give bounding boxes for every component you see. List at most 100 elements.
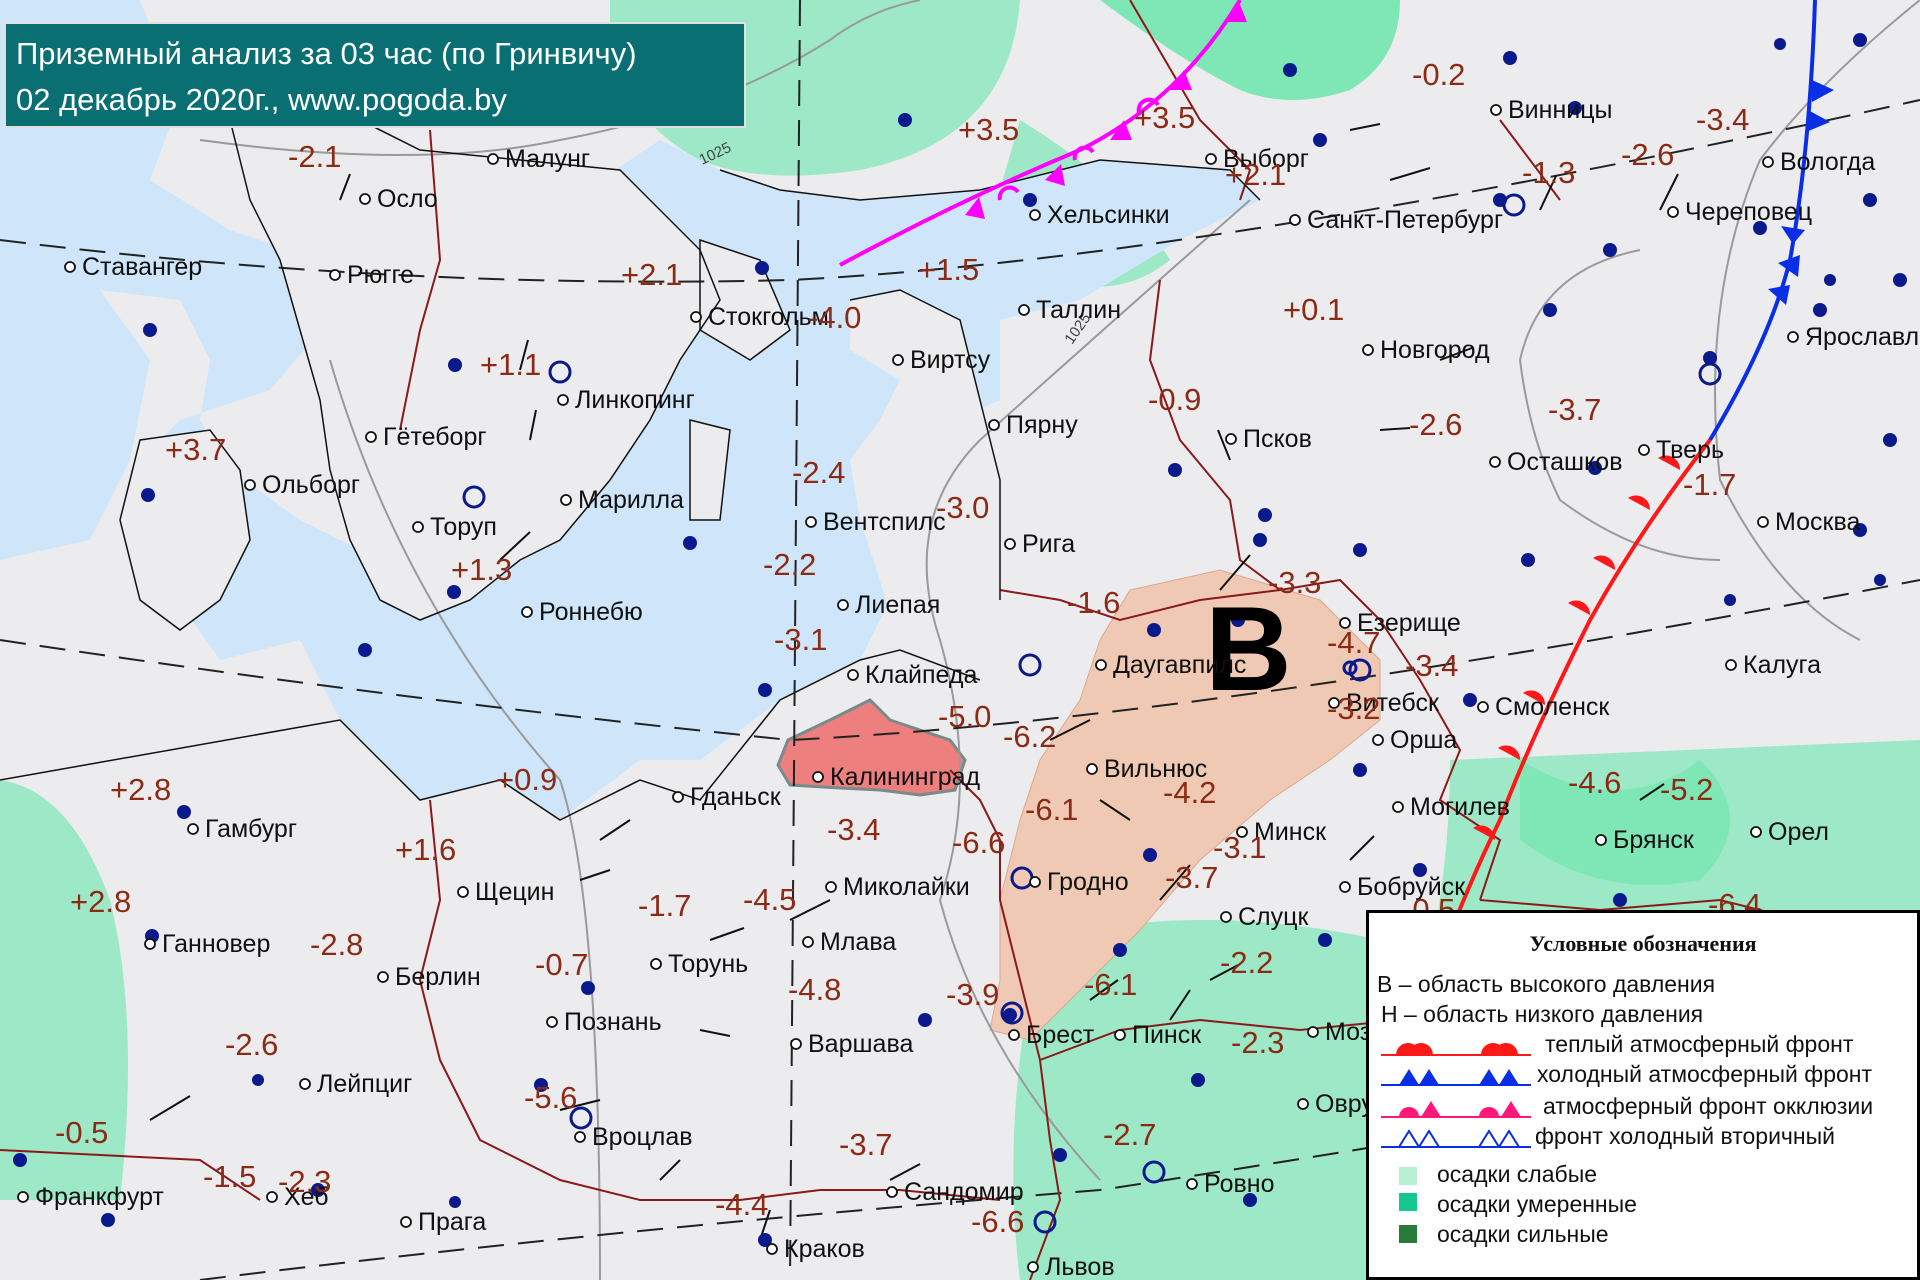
city-station: Орша	[1372, 726, 1457, 754]
temperature-label: +1.6	[395, 832, 456, 867]
coastlines	[0, 109, 1261, 821]
city-station: Варшава	[790, 1030, 913, 1058]
city-station: Витебск	[1328, 689, 1440, 717]
temperature-label: -6.6	[971, 1204, 1024, 1239]
city-station: Могилев	[1392, 793, 1510, 821]
city-label: Франкфурт	[35, 1183, 164, 1211]
city-station: Вроцлав	[574, 1123, 693, 1151]
city-marker	[1029, 876, 1041, 888]
city-marker	[988, 419, 1000, 431]
city-label: Смоленск	[1495, 693, 1610, 721]
city-marker	[1027, 1261, 1039, 1273]
city-station: Брянск	[1595, 826, 1695, 854]
city-station: Ганновер	[144, 930, 270, 958]
city-marker	[521, 606, 533, 618]
temperature-label: -3.3	[1268, 565, 1321, 600]
city-label: Берлин	[395, 963, 481, 991]
temperature-label: -1.7	[638, 888, 691, 923]
temperature-label: +3.5	[958, 112, 1019, 147]
temperature-label: -2.3	[278, 1164, 331, 1199]
city-station: Щецин	[457, 878, 554, 906]
legend-secondary-cold-front: фронт холодный вторичный	[1535, 1123, 1835, 1149]
city-marker	[1339, 617, 1351, 629]
city-marker	[299, 1078, 311, 1090]
city-marker	[1638, 444, 1650, 456]
temperature-label: +1.1	[480, 347, 541, 382]
temperature-label: -2.6	[225, 1027, 278, 1062]
map-title-box: Приземный анализ за 03 час (по Гринвичу)…	[4, 22, 746, 128]
city-marker	[1095, 659, 1107, 671]
city-station: Минск	[1236, 818, 1327, 846]
legend-precip-light: осадки слабые	[1437, 1161, 1598, 1187]
city-marker	[837, 599, 849, 611]
city-marker	[329, 269, 341, 281]
city-marker	[17, 1191, 29, 1203]
legend-high: В – область высокого давления	[1377, 971, 1716, 997]
city-label: Торунь	[668, 950, 748, 978]
city-station: Лейпциг	[299, 1070, 412, 1098]
temperature-label: -0.9	[1148, 382, 1201, 417]
temperature-label: +0.1	[1283, 292, 1344, 327]
city-marker	[1490, 104, 1502, 116]
city-marker	[1297, 1098, 1309, 1110]
city-marker	[892, 354, 904, 366]
temperature-label: -4.7	[1327, 625, 1380, 660]
city-label: Рюгге	[347, 261, 414, 289]
station-markers	[13, 33, 1907, 1247]
city-label: Марилла	[578, 486, 684, 514]
city-label: Виртсу	[910, 346, 991, 374]
city-label: Ярославль	[1805, 323, 1920, 351]
city-marker	[574, 1131, 586, 1143]
temperature-label: -3.7	[1165, 860, 1218, 895]
legend-precip-heavy: осадки сильные	[1437, 1221, 1609, 1247]
city-station: Линкопинг	[557, 386, 695, 414]
city-label: Брянск	[1613, 826, 1695, 854]
temperature-label: -3.2	[1327, 691, 1380, 726]
city-label: Псков	[1243, 425, 1312, 453]
temperature-label: -3.7	[1548, 392, 1601, 427]
isobars	[199, 0, 1920, 1280]
temperature-label: -6.1	[1084, 967, 1137, 1002]
city-station: Вентспилс	[805, 508, 946, 536]
city-marker	[672, 791, 684, 803]
city-station: Выборг	[1205, 145, 1309, 173]
city-station: Гамбург	[187, 815, 297, 843]
high-pressure-label: В	[1205, 582, 1292, 716]
city-label: Хельсинки	[1047, 201, 1170, 229]
city-station: Таллин	[1018, 296, 1121, 324]
city-station: Марилла	[560, 486, 684, 514]
city-station: Череповец	[1667, 198, 1812, 226]
city-label: Могилев	[1410, 793, 1510, 821]
city-label: Роннебю	[539, 598, 643, 626]
city-station: Калининград	[812, 763, 981, 791]
legend-front-samples	[1381, 1043, 1531, 1148]
city-label: Хеб	[284, 1183, 329, 1211]
city-station: Миколайки	[825, 873, 970, 901]
temperature-label: +2.8	[110, 772, 171, 807]
city-marker	[1008, 1029, 1020, 1041]
city-label: Выборг	[1223, 145, 1309, 173]
legend-precip-moderate: осадки умеренные	[1437, 1191, 1637, 1217]
legend-precip-moderate-swatch	[1399, 1193, 1417, 1211]
temperature-label: -2.7	[1103, 1117, 1156, 1152]
city-marker	[1114, 1029, 1126, 1041]
city-station: Торуп	[412, 513, 497, 541]
city-label: Езерище	[1357, 609, 1461, 637]
city-marker	[457, 886, 469, 898]
temperature-label: -1.6	[1067, 585, 1120, 620]
temperature-label: +1.5	[918, 252, 979, 287]
city-station: Москва	[1757, 508, 1860, 536]
city-marker	[1004, 538, 1016, 550]
city-station: Рига	[1004, 530, 1075, 558]
city-station: Винницы	[1490, 96, 1613, 124]
city-label: Гамбург	[205, 815, 297, 843]
city-station: Калуга	[1725, 651, 1821, 679]
city-marker	[802, 936, 814, 948]
high-pressure-area	[989, 569, 1381, 1041]
city-marker	[766, 1243, 778, 1255]
city-station: Клайпеда	[847, 661, 977, 689]
city-station: Познань	[546, 1008, 662, 1036]
city-label: Ольборг	[262, 471, 360, 499]
city-marker	[1018, 304, 1030, 316]
city-marker	[1236, 826, 1248, 838]
